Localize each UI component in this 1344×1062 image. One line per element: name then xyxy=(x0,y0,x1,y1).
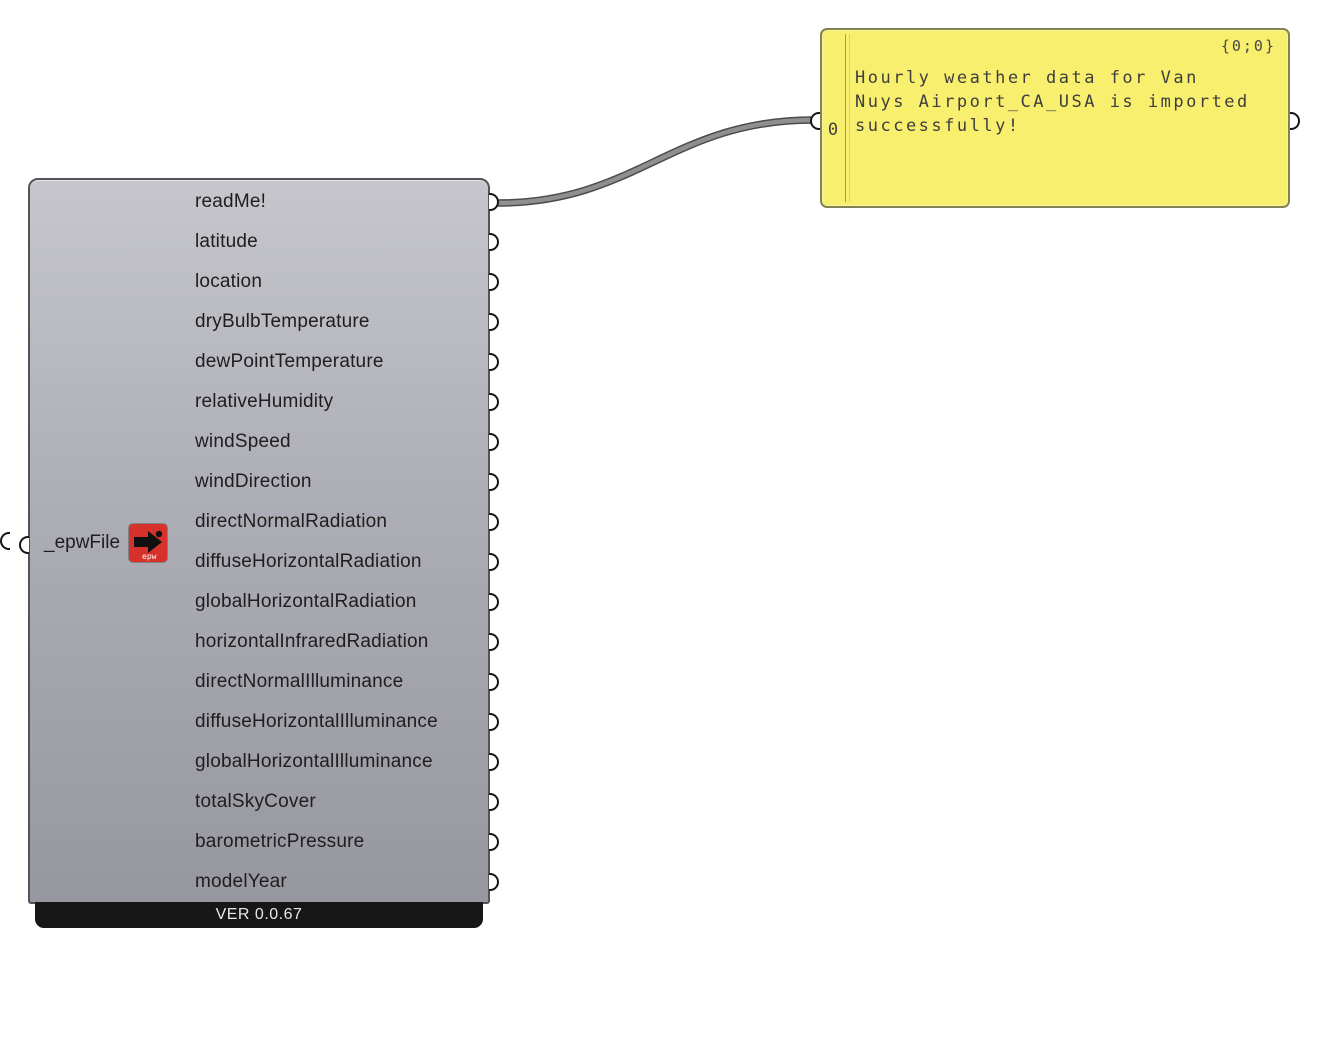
output-label: readMe! xyxy=(195,191,267,212)
output-label: modelYear xyxy=(195,871,287,892)
output-label: windDirection xyxy=(195,471,312,492)
output-label: horizontalInfraredRadiation xyxy=(195,631,429,652)
wire-readme-to-panel-core xyxy=(495,117,816,206)
panel-gutter-divider xyxy=(845,34,846,202)
output-row: totalSkyCover xyxy=(30,782,499,822)
epw-icon: epw xyxy=(129,524,168,562)
output-label: dewPointTemperature xyxy=(195,351,384,372)
output-port[interactable] xyxy=(489,593,499,611)
output-label: diffuseHorizontalIlluminance xyxy=(195,711,438,732)
output-label: directNormalRadiation xyxy=(195,511,388,532)
import-epw-component[interactable]: _epwFile epw readMe! xyxy=(19,178,499,928)
output-port[interactable] xyxy=(489,393,499,411)
wire-readme-to-panel[interactable] xyxy=(494,116,817,207)
output-row: modelYear xyxy=(30,862,499,902)
output-label: windSpeed xyxy=(195,431,291,452)
output-row: globalHorizontalIlluminance xyxy=(30,742,499,782)
offscreen-wire-grip[interactable] xyxy=(0,532,10,550)
output-label: diffuseHorizontalRadiation xyxy=(195,551,422,572)
output-row: directNormalIlluminance xyxy=(30,662,499,702)
panel-data-path: {0;0} xyxy=(1220,37,1276,55)
output-list: readMe! latitude location dryBul xyxy=(30,182,499,902)
output-label: barometricPressure xyxy=(195,831,365,852)
input-label-epwfile: _epwFile xyxy=(44,532,121,553)
output-label: directNormalIlluminance xyxy=(195,671,404,692)
output-row: windSpeed xyxy=(30,422,499,462)
epwfile-input-port[interactable] xyxy=(19,536,29,554)
panel-readme[interactable]: {0;0} 0 Hourly weather data for Van Nuys… xyxy=(810,28,1300,208)
output-row: location xyxy=(30,262,499,302)
output-port[interactable] xyxy=(489,633,499,651)
output-port[interactable] xyxy=(489,673,499,691)
panel-text: Hourly weather data for Van Nuys Airport… xyxy=(855,68,1250,136)
panel-gutter-divider-2 xyxy=(849,34,850,202)
output-port[interactable] xyxy=(489,233,499,251)
input-group-epwfile: _epwFile epw xyxy=(44,524,168,562)
output-row: globalHorizontalRadiation xyxy=(30,582,499,622)
output-row: barometricPressure xyxy=(30,822,499,862)
output-port[interactable] xyxy=(489,833,499,851)
output-port[interactable] xyxy=(489,193,499,211)
output-port[interactable] xyxy=(489,313,499,331)
output-row: readMe! xyxy=(30,182,499,222)
output-port[interactable] xyxy=(489,433,499,451)
output-port[interactable] xyxy=(489,473,499,491)
output-port[interactable] xyxy=(489,273,499,291)
output-port[interactable] xyxy=(489,353,499,371)
component-body[interactable]: _epwFile epw readMe! xyxy=(19,178,499,904)
output-label: relativeHumidity xyxy=(195,391,334,412)
output-row: horizontalInfraredRadiation xyxy=(30,622,499,662)
output-label: globalHorizontalRadiation xyxy=(195,591,417,612)
output-row: latitude xyxy=(30,222,499,262)
output-row: windDirection xyxy=(30,462,499,502)
output-row: directNormalRadiation xyxy=(30,502,499,542)
output-label: globalHorizontalIlluminance xyxy=(195,751,433,772)
panel-input-port[interactable] xyxy=(810,112,820,130)
output-port[interactable] xyxy=(489,793,499,811)
component-version-bar: VER 0.0.67 xyxy=(35,902,483,928)
output-label: location xyxy=(195,271,263,292)
output-label: dryBulbTemperature xyxy=(195,311,370,332)
output-label: latitude xyxy=(195,231,258,252)
output-port[interactable] xyxy=(489,553,499,571)
epw-icon-label: epw xyxy=(142,552,157,561)
output-port[interactable] xyxy=(489,713,499,731)
output-row: dryBulbTemperature xyxy=(30,302,499,342)
output-row: relativeHumidity xyxy=(30,382,499,422)
output-row: diffuseHorizontalRadiation xyxy=(30,542,499,582)
output-port[interactable] xyxy=(489,873,499,891)
output-port[interactable] xyxy=(489,753,499,771)
output-row: dewPointTemperature xyxy=(30,342,499,382)
panel-item-index: 0 xyxy=(827,120,839,140)
output-label: totalSkyCover xyxy=(195,791,316,812)
output-port[interactable] xyxy=(489,513,499,531)
output-row: diffuseHorizontalIlluminance xyxy=(30,702,499,742)
panel-output-port[interactable] xyxy=(1290,112,1300,130)
